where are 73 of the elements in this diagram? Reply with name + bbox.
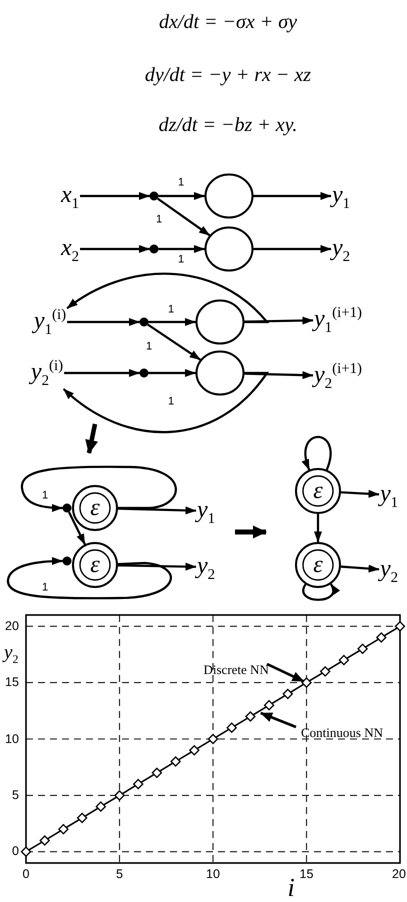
neuron-circle [196, 300, 244, 344]
tick-label: 20 [392, 868, 406, 880]
neuron-circle: ε [72, 485, 118, 531]
edge-label: 1 [166, 396, 176, 408]
tick-label: 0 [22, 868, 30, 880]
edge-label: 1 [40, 582, 50, 594]
annotation-label: Continuous NN [301, 726, 383, 738]
arrow [67, 318, 140, 326]
junction-dot [140, 318, 148, 326]
arrow [158, 245, 205, 253]
arrow [64, 369, 140, 377]
tick-label: 15 [300, 868, 314, 880]
arrow [254, 245, 332, 253]
neuron-circle [196, 350, 244, 396]
edge-label: 1 [40, 490, 50, 502]
tick-label: 15 [5, 676, 19, 689]
edge-label: 1 [144, 342, 154, 352]
arrow [254, 192, 332, 200]
variable-label: y$_{1}$ [196, 495, 216, 527]
tick-label: 0 [12, 845, 19, 858]
variable-label: y$_{2}$ [330, 233, 352, 265]
junction-dot [140, 368, 148, 378]
loop-arrow [6, 557, 172, 600]
junction-dot [62, 556, 72, 566]
tick-label: 20 [5, 620, 19, 632]
feedback-arrow [66, 272, 268, 324]
arrow [340, 490, 380, 498]
arrow [148, 369, 196, 377]
axis-label: i [286, 872, 296, 902]
variable-label: y$_{1}$ [330, 180, 352, 212]
feedback-arrow [62, 372, 268, 434]
loop-arrow [302, 436, 332, 470]
neuron-circle: ε [295, 542, 341, 588]
arrow [340, 564, 380, 573]
tick-label: 5 [116, 868, 123, 880]
junction-dot [150, 244, 158, 254]
neuron-circle: ε [72, 542, 118, 588]
variable-label: y$_{2}$ [378, 554, 400, 586]
neuron-circle: ε [295, 468, 341, 514]
arrow [158, 192, 205, 200]
arrow [244, 371, 314, 380]
edge-label: 1 [166, 304, 176, 316]
arrow [147, 324, 201, 361]
loop-arrow [20, 466, 177, 512]
arrow [80, 245, 150, 253]
tick-label: 10 [206, 868, 220, 880]
tick-label: 5 [12, 788, 19, 802]
junction-dot [62, 504, 72, 512]
equation: dz/dt = −bz + xy. [158, 114, 298, 136]
tick-label: 10 [5, 732, 19, 745]
variable-label: x$_{2}$ [60, 233, 80, 265]
edge-label: 1 [176, 254, 186, 266]
arrow [68, 512, 86, 545]
equation: dx/dt = −σx + σy [159, 11, 297, 33]
annotation-label: Discrete NN [204, 662, 269, 676]
arrow [314, 514, 322, 542]
edge-label: 1 [176, 178, 186, 188]
junction-dot [150, 192, 158, 200]
arrow [244, 316, 314, 325]
variable-label: y$_{2}$ [196, 551, 216, 583]
neuron-circle [204, 226, 254, 272]
equation: dy/dt = −y + rx − xz [144, 64, 312, 86]
variable-label: y$_{1}$ [378, 479, 400, 511]
arrow [118, 562, 196, 571]
variable-label: x$_{1}$ [60, 180, 80, 212]
arrow [118, 506, 196, 514]
arrow [148, 318, 196, 326]
loop-arrow [302, 584, 339, 601]
arrow [157, 198, 210, 236]
axis-label: y$_{2}$ [2, 640, 20, 668]
edge-label: 1 [154, 214, 164, 226]
arrow [80, 192, 150, 200]
neuron-circle [204, 174, 254, 218]
